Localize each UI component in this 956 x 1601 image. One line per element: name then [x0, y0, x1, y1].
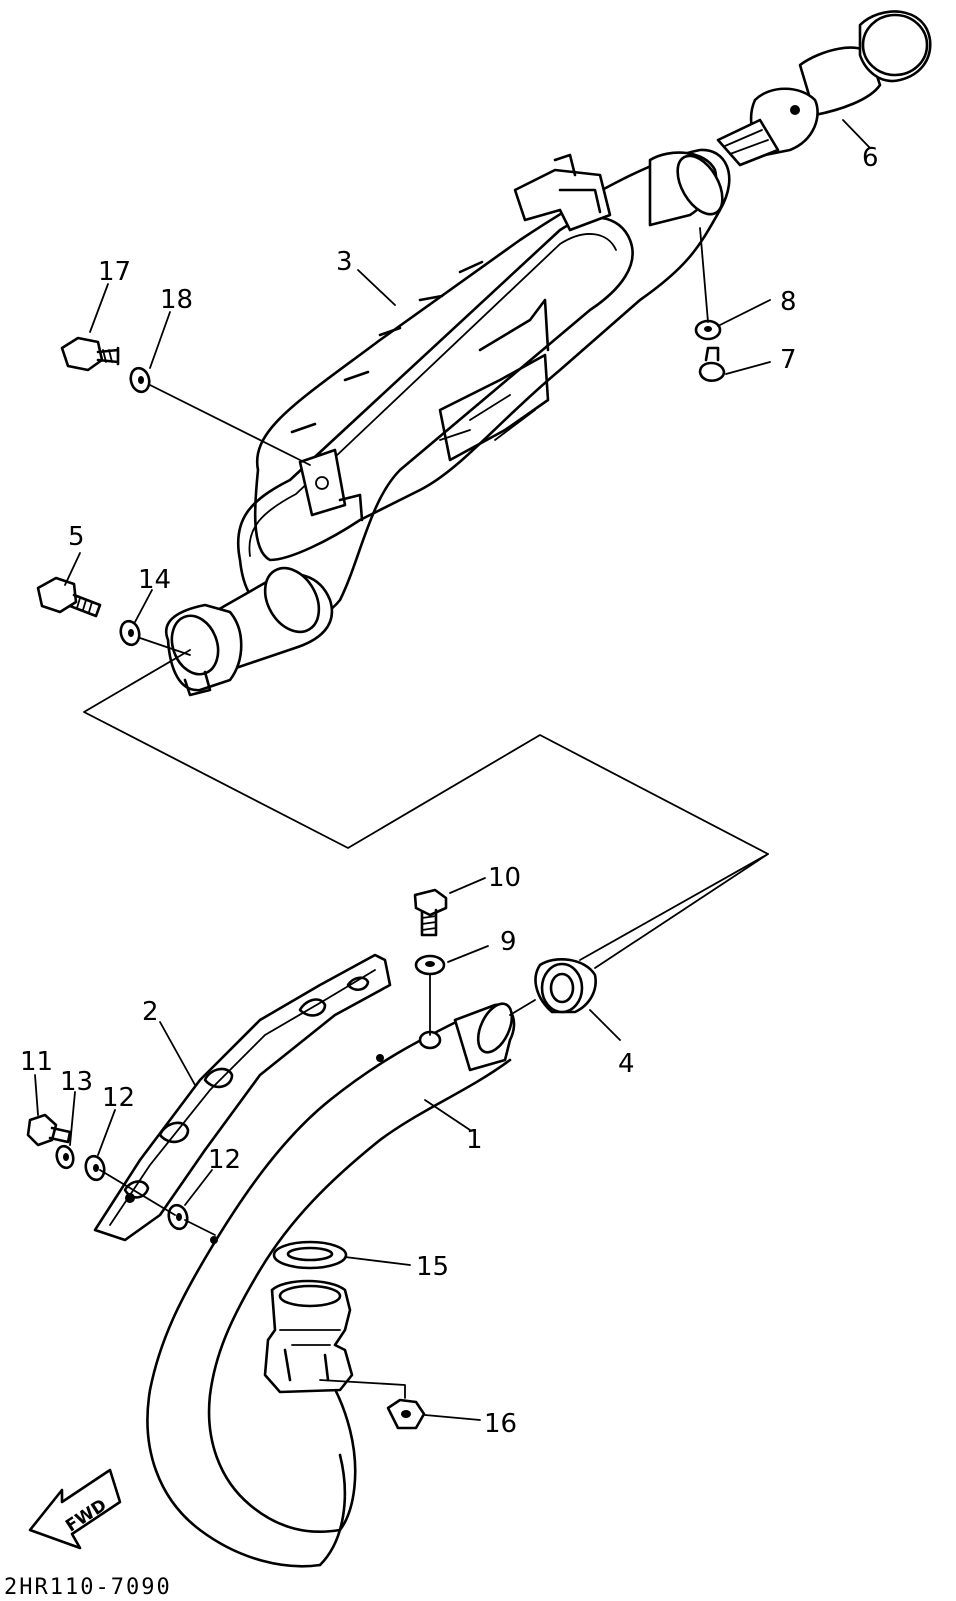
callout-3: 3 [336, 247, 353, 277]
part-16-nut [386, 1398, 426, 1430]
callout-6: 6 [862, 143, 879, 173]
callout-5: 5 [68, 522, 85, 552]
part-12-washer-b [167, 1203, 189, 1231]
part-10-bolt [413, 888, 448, 937]
part-7-screw [698, 346, 726, 382]
part-12-washer-a [84, 1154, 106, 1182]
callout-13: 13 [60, 1067, 93, 1097]
part-15-gasket [272, 1240, 348, 1270]
header-flange [263, 1279, 354, 1394]
callout-8: 8 [780, 287, 797, 317]
callout-18: 18 [160, 285, 193, 315]
part-6-spark-arrestor [716, 10, 932, 167]
part-4-joint-ring [534, 958, 597, 1014]
callout-12-upper: 12 [102, 1083, 135, 1113]
callout-11: 11 [20, 1047, 53, 1077]
callout-15: 15 [416, 1252, 449, 1282]
callout-17: 17 [98, 257, 131, 287]
callout-16: 16 [484, 1409, 517, 1439]
part-1-exhaust-header-pipe [146, 1002, 516, 1568]
leader-lines-bottom [34, 853, 769, 1421]
part-2-heat-protector [93, 953, 392, 1242]
callout-10: 10 [488, 863, 521, 893]
callout-4: 4 [618, 1049, 635, 1079]
part-14-washer [119, 619, 141, 647]
leader-lines-top [64, 119, 871, 656]
part-9-washer [414, 954, 446, 976]
callout-labels: 17 18 3 8 7 6 5 14 10 9 2 4 11 13 12 1 1… [20, 143, 879, 1439]
callout-9: 9 [500, 927, 517, 957]
callout-14: 14 [138, 565, 171, 595]
callout-12-lower: 12 [208, 1145, 241, 1175]
muffler-assembly [165, 148, 731, 697]
part-5-bolt [36, 576, 102, 618]
part-17-bolt [60, 336, 120, 372]
fwd-direction-arrow: FWD [28, 1468, 122, 1550]
callout-1: 1 [466, 1125, 483, 1155]
part-18-washer [129, 366, 151, 394]
part-13-lock-washer [55, 1144, 75, 1170]
callout-7: 7 [780, 345, 797, 375]
callout-2: 2 [142, 997, 159, 1027]
assembly-connection-line [83, 649, 769, 961]
drawing-code: 2HR110-7090 [4, 1575, 172, 1600]
part-8-nut [694, 319, 722, 341]
part-11-bolt [26, 1113, 72, 1147]
